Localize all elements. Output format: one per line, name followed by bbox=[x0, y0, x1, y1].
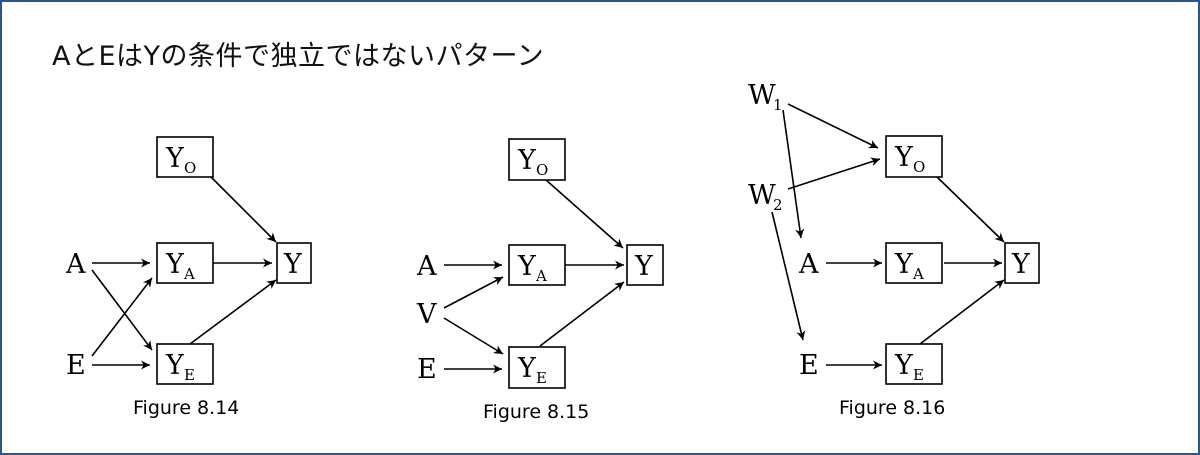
svg-text:E: E bbox=[536, 369, 547, 387]
svg-text:A: A bbox=[912, 265, 924, 283]
svg-text:Y: Y bbox=[517, 145, 537, 176]
node-yo: Y O bbox=[156, 136, 214, 178]
figure-caption: Figure 8.16 bbox=[839, 397, 945, 419]
svg-text:E: E bbox=[184, 366, 195, 384]
svg-text:2: 2 bbox=[773, 196, 783, 214]
svg-text:O: O bbox=[184, 159, 196, 177]
svg-text:Y: Y bbox=[894, 142, 914, 173]
node-a: A bbox=[65, 249, 86, 280]
edge-v-ye bbox=[443, 317, 504, 355]
edge-ye-y bbox=[189, 279, 277, 345]
node-y: Y bbox=[1004, 242, 1040, 284]
svg-text:Y: Y bbox=[634, 251, 654, 282]
node-ya: Y A bbox=[156, 242, 214, 284]
figure-caption: Figure 8.14 bbox=[133, 397, 239, 419]
node-y: Y bbox=[626, 244, 664, 286]
node-w2: W 2 bbox=[748, 180, 783, 214]
svg-text:A: A bbox=[535, 267, 547, 285]
edge-e-ya bbox=[91, 277, 153, 357]
edge-w2-yo bbox=[787, 157, 881, 190]
svg-text:O: O bbox=[913, 158, 925, 176]
svg-text:Y: Y bbox=[517, 353, 537, 384]
node-v: V bbox=[416, 299, 437, 330]
node-a: A bbox=[416, 251, 437, 282]
svg-text:A: A bbox=[183, 265, 195, 283]
figure-8-15: Y O Y A Y E Y A V E Figure 8.15 bbox=[416, 138, 664, 423]
node-yo: Y O bbox=[508, 138, 566, 181]
node-a: A bbox=[798, 249, 819, 280]
edge-yo-y bbox=[545, 179, 624, 249]
node-e: E bbox=[799, 350, 819, 381]
node-ya: Y A bbox=[508, 244, 566, 286]
svg-text:Y: Y bbox=[517, 251, 537, 282]
edge-yo-y bbox=[935, 175, 1005, 243]
slide-title: AとEはYの条件で独立ではないパターン bbox=[52, 41, 545, 72]
edge-v-ya bbox=[443, 276, 504, 309]
edge-a-ye bbox=[91, 269, 153, 351]
svg-text:W: W bbox=[748, 180, 776, 211]
svg-text:Y: Y bbox=[165, 350, 185, 381]
figure-8-16: W 1 W 2 Y O Y A Y E Y A E Figure 8.16 bbox=[748, 80, 1040, 419]
edge-w1-a bbox=[782, 109, 805, 239]
svg-text:Y: Y bbox=[1011, 249, 1031, 280]
node-w1: W 1 bbox=[748, 80, 783, 114]
svg-text:O: O bbox=[536, 161, 548, 179]
node-ye: Y E bbox=[508, 346, 566, 389]
svg-text:1: 1 bbox=[773, 96, 783, 114]
svg-text:Y: Y bbox=[894, 249, 914, 280]
edge-w1-yo bbox=[787, 103, 879, 149]
svg-text:Y: Y bbox=[165, 143, 185, 174]
node-yo: Y O bbox=[885, 135, 943, 178]
node-e: E bbox=[66, 350, 86, 381]
edge-ye-y bbox=[539, 281, 625, 347]
figure-8-14: Y O Y A Y E Y A E Figure 8.14 bbox=[65, 136, 312, 419]
svg-text:Y: Y bbox=[283, 249, 303, 280]
svg-text:Y: Y bbox=[894, 350, 914, 381]
edge-w2-e bbox=[771, 211, 806, 341]
node-y: Y bbox=[276, 242, 312, 284]
node-ye: Y E bbox=[885, 343, 943, 385]
svg-text:E: E bbox=[913, 366, 924, 384]
figure-caption: Figure 8.15 bbox=[483, 401, 589, 423]
node-ya: Y A bbox=[885, 242, 943, 284]
svg-text:W: W bbox=[748, 80, 776, 111]
node-ye: Y E bbox=[156, 343, 214, 385]
svg-text:Y: Y bbox=[165, 249, 185, 280]
edge-ye-y bbox=[919, 279, 1005, 345]
edge-yo-y bbox=[209, 175, 277, 243]
node-e: E bbox=[417, 354, 437, 385]
